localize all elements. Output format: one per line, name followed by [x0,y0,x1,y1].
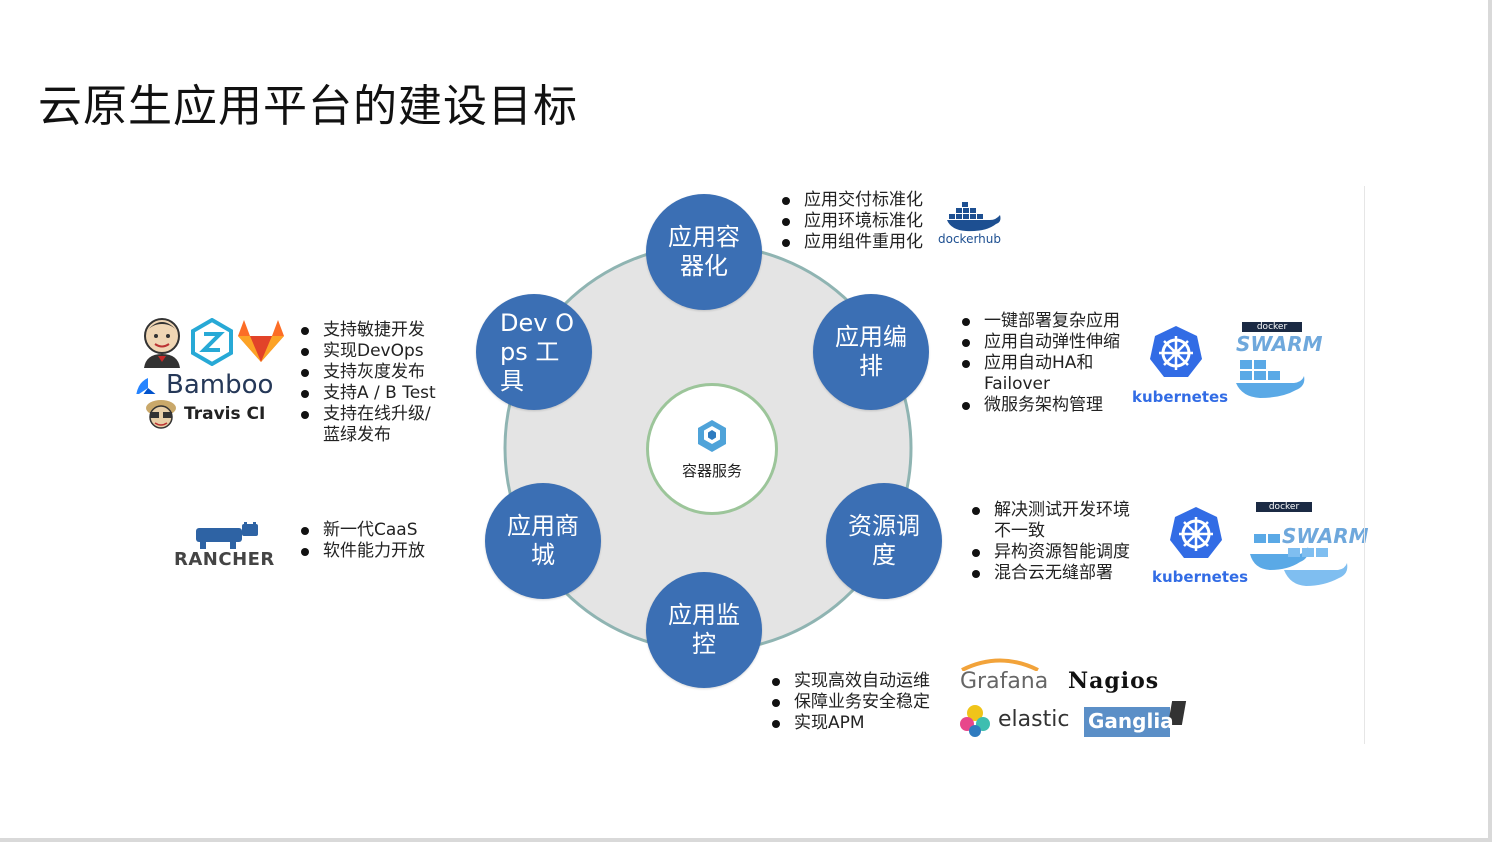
list-item: 支持在线升级/ 蓝绿发布 [299,404,449,446]
node-market: 应用商城 [485,483,601,599]
node-monitoring-label: 应用监控 [668,601,740,658]
jenkins-icon [144,318,180,368]
node-orchestration-label: 应用编排 [835,323,907,380]
dockerhub-logo: dockerhub [938,198,1008,248]
list-item: 异构资源智能调度 [970,542,1150,563]
docker-tag: docker [1256,502,1312,512]
elastic-logo: elastic [958,704,1070,740]
docker-swarm-logo: docker SWARM [1234,322,1323,402]
node-scheduling-label: 资源调度 [848,512,920,569]
swarm-text: SWARM [1236,332,1323,356]
list-item: 实现APM [770,713,930,734]
list-item: 支持A / B Test [299,383,449,404]
grafana-text: Grafana [960,669,1049,694]
kubernetes-logo: kubernetes [1152,505,1248,589]
harness-icon [191,318,233,366]
bullets-orchestration: 一键部署复杂应用 应用自动弹性伸缩 应用自动HA和 Failover 微服务架构… [960,311,1135,416]
list-item: 应用自动HA和 Failover [960,353,1135,395]
node-monitoring: 应用监控 [646,572,762,688]
center-label: 容器服务 [681,461,742,480]
node-container: 应用容器化 [646,194,762,310]
elastic-icon [960,705,990,737]
ganglia-text: Ganglia [1088,709,1174,733]
node-scheduling: 资源调度 [826,483,942,599]
list-item: 应用环境标准化 [780,211,923,232]
list-item: 实现DevOps [299,341,449,362]
elastic-text: elastic [998,707,1070,732]
devops-icons [138,316,288,368]
list-item: 微服务架构管理 [960,395,1135,416]
docker-tag: docker [1242,322,1302,332]
list-item: 实现高效自动运维 [770,671,930,692]
grafana-logo: Grafana [958,657,1048,697]
nagios-logo: Nagios [1068,668,1160,694]
ganglia-badge [1084,707,1170,737]
node-container-label: 应用容器化 [668,223,740,280]
kubernetes-text: kubernetes [1152,568,1249,586]
travis-text: Travis CI [184,404,266,424]
kubernetes-logo: kubernetes [1132,324,1228,408]
kubernetes-text: kubernetes [1132,388,1229,406]
bullets-devops: 支持敏捷开发 实现DevOps 支持灰度发布 支持A / B Test 支持在线… [299,320,449,446]
node-devops: Dev Ops 工具 [476,294,592,410]
bullets-container: 应用交付标准化 应用环境标准化 应用组件重用化 [780,190,923,253]
list-item: 新一代CaaS [299,520,425,541]
node-market-label: 应用商城 [507,512,579,569]
ganglia-logo: Ganglia [1084,701,1187,739]
bamboo-icon [136,378,156,394]
bullets-market: 新一代CaaS 软件能力开放 [299,520,425,562]
rancher-text: RANCHER [174,549,275,570]
swarm-whales-icon [1250,534,1348,586]
swarm-text: SWARM [1282,524,1369,548]
list-item: 一键部署复杂应用 [960,311,1135,332]
window-edge-right [1488,0,1492,842]
node-devops-label: Dev Ops 工具 [500,308,574,395]
window-edge-bottom [0,838,1492,842]
list-item: 软件能力开放 [299,541,425,562]
travis-logo: Travis CI [142,398,272,432]
bullets-scheduling: 解决测试开发环境 不一致 异构资源智能调度 混合云无缝部署 [970,500,1150,584]
docker-whale-icon [947,202,1001,232]
travis-icon [146,400,176,429]
list-item: 应用交付标准化 [780,190,923,211]
list-item: 混合云无缝部署 [970,563,1150,584]
bullets-monitoring: 实现高效自动运维 保障业务安全稳定 实现APM [770,671,930,734]
page-title: 云原生应用平台的建设目标 [38,81,578,132]
dockerhub-text: dockerhub [938,232,1002,246]
container-service-icon [698,419,726,452]
kubernetes-icon [1170,507,1222,558]
center-circle: 容器服务 [646,383,778,515]
swarm-whales-icon [1236,360,1305,398]
bamboo-logo: Bamboo [134,370,284,394]
list-item: 保障业务安全稳定 [770,692,930,713]
bamboo-text: Bamboo [166,370,274,394]
grafana-arc-icon [961,658,1039,671]
list-item: 支持敏捷开发 [299,320,449,341]
list-item: 应用自动弹性伸缩 [960,332,1135,353]
rancher-bull-icon [196,522,258,549]
list-item: 应用组件重用化 [780,232,923,253]
node-orchestration: 应用编排 [813,294,929,410]
divider [1364,186,1365,744]
list-item: 解决测试开发环境 不一致 [970,500,1150,542]
gitlab-icon [238,320,284,362]
kubernetes-icon [1150,326,1202,377]
docker-swarm-logo: docker SWARM [1250,502,1369,592]
list-item: 支持灰度发布 [299,362,449,383]
rancher-logo: RANCHER [174,522,284,572]
